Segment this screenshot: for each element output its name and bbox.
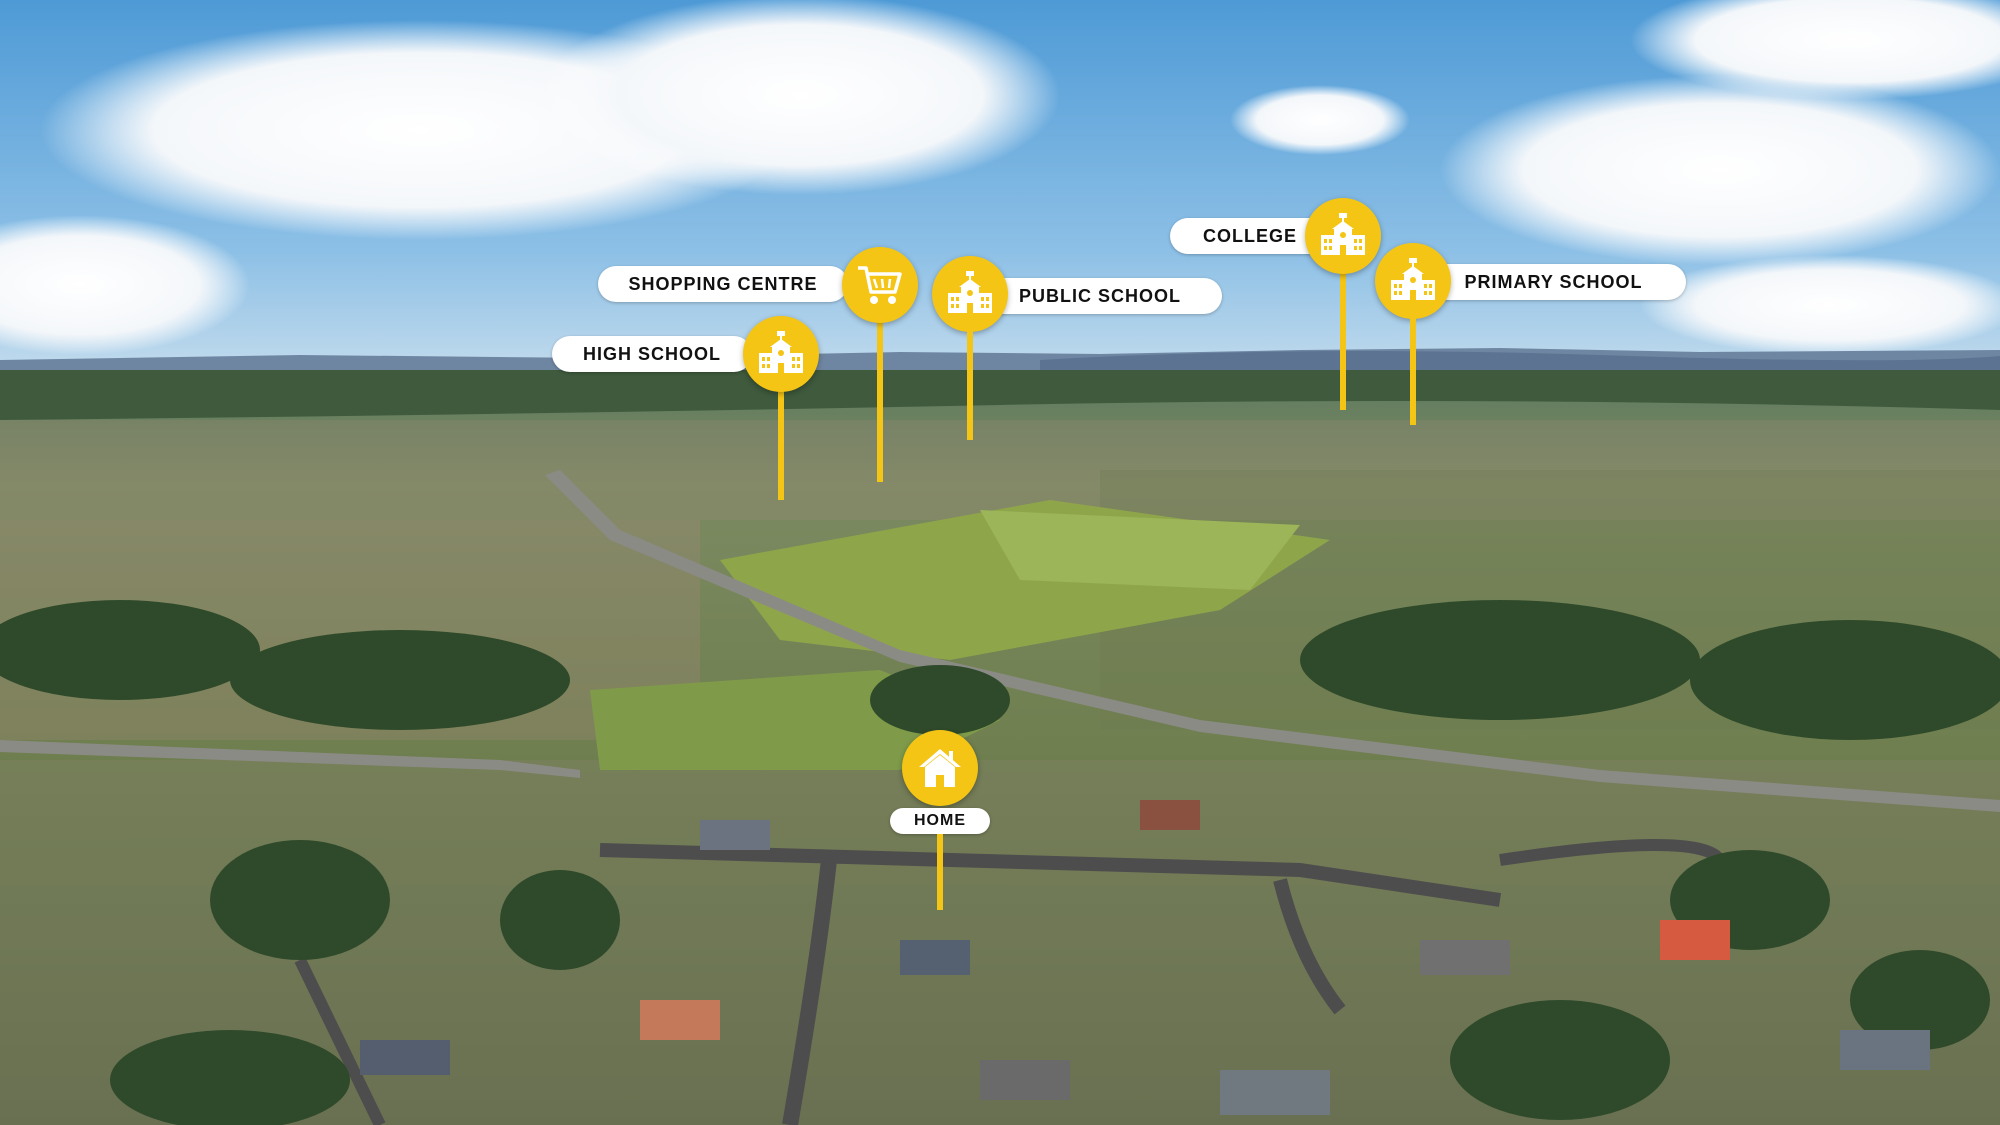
school-icon: [948, 271, 992, 313]
label-primary-school: PRIMARY SCHOOL: [1421, 264, 1686, 300]
pin-home: [902, 730, 978, 806]
school-icon: [1391, 258, 1435, 300]
marker-home[interactable]: HOME: [890, 730, 990, 910]
label-home: HOME: [890, 808, 990, 834]
label-college: COLLEGE: [1170, 218, 1330, 254]
pin-stem: [1410, 313, 1416, 425]
tree-clusters: [0, 600, 2000, 1125]
marker-public-school[interactable]: PUBLIC SCHOOL: [932, 256, 1232, 440]
school-icon: [759, 331, 803, 373]
pin-stem: [877, 317, 883, 482]
marker-shopping-centre[interactable]: SHOPPING CENTRE: [598, 247, 918, 482]
pin-stem: [1340, 268, 1346, 410]
marker-primary-school[interactable]: PRIMARY SCHOOL: [1375, 243, 1690, 425]
marker-high-school[interactable]: HIGH SCHOOL: [552, 316, 822, 500]
pin-primary-school: [1375, 243, 1451, 319]
school-icon: [1321, 213, 1365, 255]
marker-college[interactable]: COLLEGE: [1170, 198, 1385, 410]
clouds: [0, 0, 2000, 355]
pin-high-school: [743, 316, 819, 392]
pin-college: [1305, 198, 1381, 274]
label-public-school: PUBLIC SCHOOL: [978, 278, 1222, 314]
pin-stem: [778, 386, 784, 500]
pin-stem: [967, 326, 973, 440]
pin-shopping-centre: [842, 247, 918, 323]
label-shopping-centre: SHOPPING CENTRE: [598, 266, 848, 302]
rooftops: [360, 800, 1930, 1115]
label-high-school: HIGH SCHOOL: [552, 336, 752, 372]
pin-public-school: [932, 256, 1008, 332]
pin-stem: [937, 834, 943, 910]
shopping-cart-icon: [858, 266, 902, 304]
house-icon: [919, 749, 961, 787]
